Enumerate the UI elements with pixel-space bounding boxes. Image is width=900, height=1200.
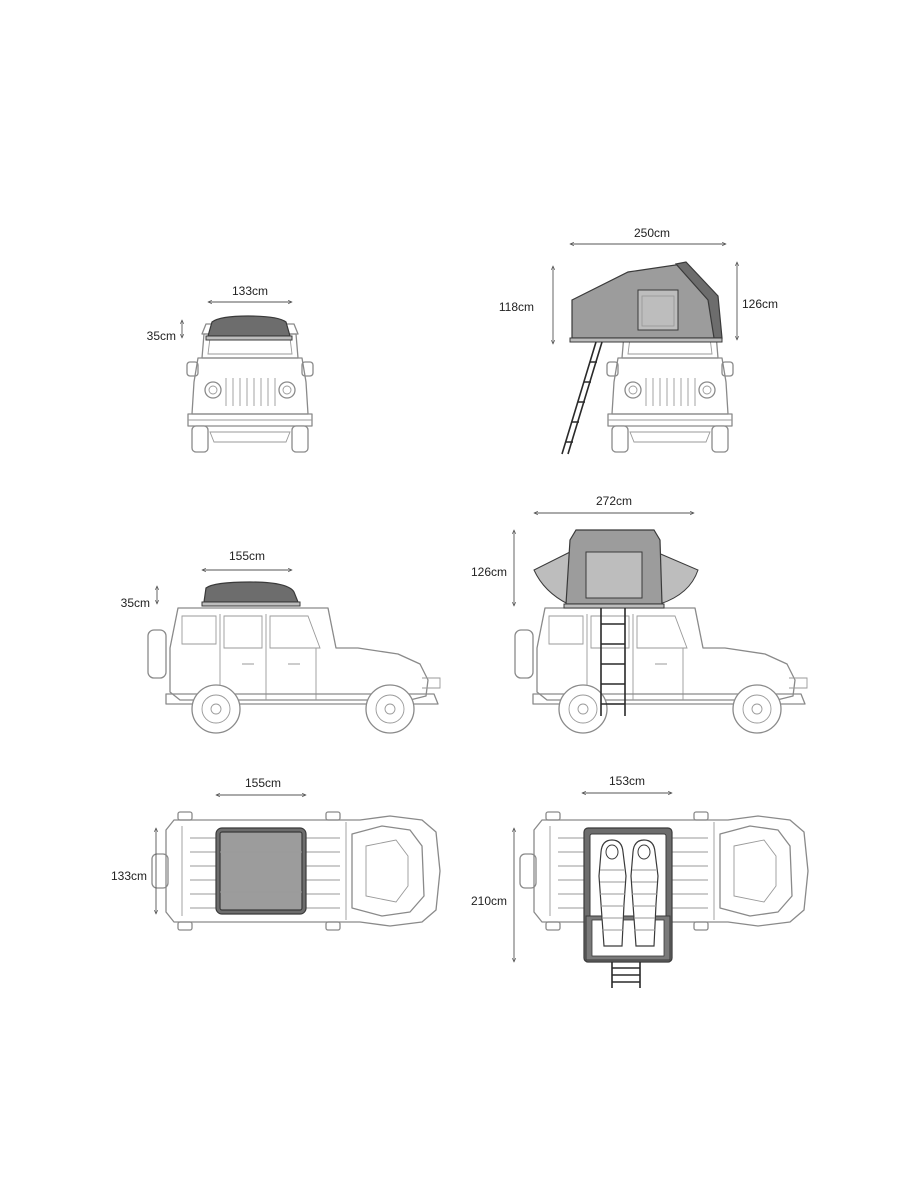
- side-open-view: 272cm 126cm: [471, 494, 808, 734]
- length-label: 155cm: [245, 776, 281, 790]
- side-closed-view: 155cm 35cm: [121, 549, 441, 734]
- right-height-label: 126cm: [742, 297, 778, 311]
- top-open-view: 153cm 210cm: [471, 774, 809, 988]
- ladder: [600, 608, 626, 716]
- ladder: [561, 341, 603, 455]
- height-label: 126cm: [471, 565, 507, 579]
- length-label: 272cm: [596, 494, 632, 508]
- front-closed-view: 133cm 35cm: [147, 284, 314, 453]
- width-label: 133cm: [111, 869, 147, 883]
- sleeping-bag-right: [630, 839, 659, 947]
- width-label: 250cm: [634, 226, 670, 240]
- length-label: 210cm: [471, 894, 507, 908]
- awning-left: [533, 551, 571, 605]
- height-label: 35cm: [147, 329, 176, 343]
- top-closed-view: 155cm 133cm: [111, 776, 441, 931]
- front-open-view: 250cm 118cm 126cm: [499, 226, 778, 455]
- width-label: 133cm: [232, 284, 268, 298]
- closed-tent-front: [207, 315, 291, 337]
- length-label: 155cm: [229, 549, 265, 563]
- sleeping-bag-left: [598, 839, 627, 947]
- height-label: 35cm: [121, 596, 150, 610]
- width-label: 153cm: [609, 774, 645, 788]
- left-height-label: 118cm: [499, 300, 534, 314]
- closed-tent-side: [203, 581, 299, 603]
